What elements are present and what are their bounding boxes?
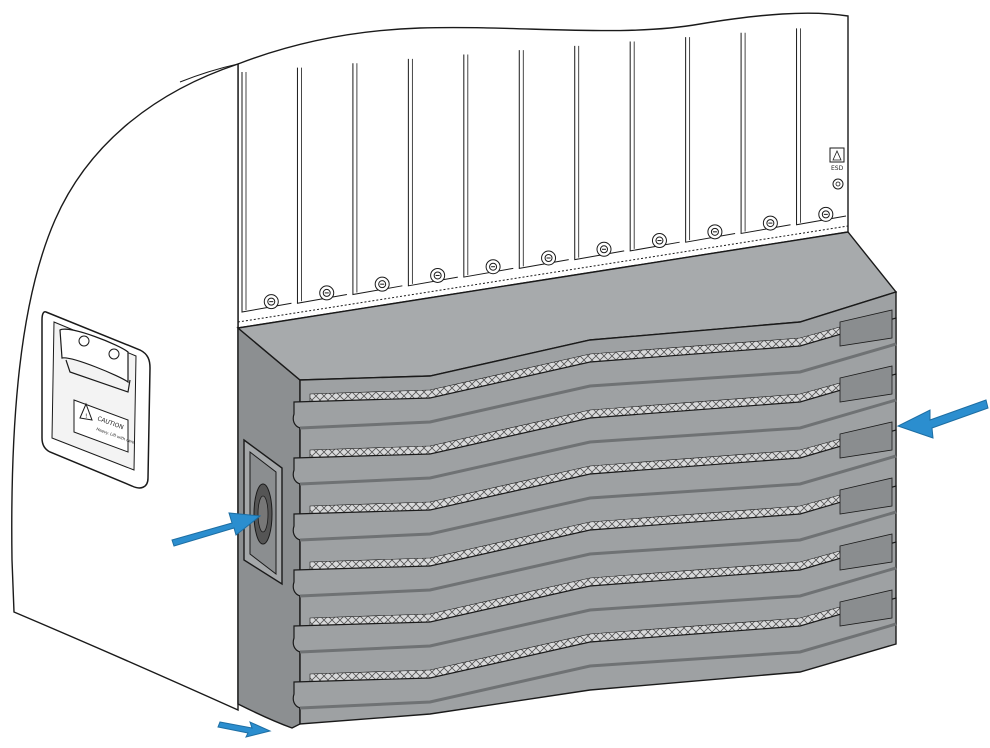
card-slot [629,41,680,252]
captive-screw-icon[interactable] [485,259,501,275]
fan-grille-icon [253,483,273,545]
captive-screw-icon[interactable] [430,267,446,283]
captive-screw-icon[interactable] [651,233,667,249]
filter-louver [292,589,897,710]
caution-sticker: ! CAUTION Heavy. Lift with care. [73,399,137,453]
captive-screw-icon[interactable] [818,206,834,222]
card-slot [740,32,791,235]
card-slot [241,72,292,313]
airflow-arrow-icon [896,399,989,439]
captive-screw-icon[interactable] [762,215,778,231]
airflow-arrow-icon [217,721,272,738]
card-slot [352,63,403,296]
card-slot [796,28,847,226]
side-fan-panel [243,438,283,586]
filter-louver-group [292,309,897,710]
card-slot [463,54,514,278]
captive-screw-icon[interactable] [319,285,335,301]
warning-triangle-icon: ! [79,402,93,421]
captive-screw-icon[interactable] [541,250,557,266]
card-slot [685,37,736,243]
card-slot-group [237,28,849,323]
filter-louver [292,309,897,430]
captive-screw-icon[interactable] [596,241,612,257]
card-slot [296,67,347,304]
filter-louver [292,477,897,598]
svg-text:!: ! [85,413,87,420]
filter-louver [292,365,897,486]
card-slot [407,58,458,287]
slot-rail [237,225,849,323]
air-filter-shroud [236,231,898,729]
filter-louver [292,421,897,542]
captive-screw-icon[interactable] [707,224,723,240]
captive-screw-icon[interactable] [374,276,390,292]
filter-louver [292,533,897,654]
airflow-arrow-icon [171,512,262,547]
chassis-body [11,12,849,712]
esd-label: ESD [829,147,845,172]
card-slot [518,50,569,269]
card-slot [574,45,625,261]
svg-text:ESD: ESD [831,165,844,172]
ground-screw-icon [832,178,844,190]
side-handle[interactable]: ! CAUTION Heavy. Lift with care. [41,311,151,489]
captive-screw-icon[interactable] [263,294,279,310]
